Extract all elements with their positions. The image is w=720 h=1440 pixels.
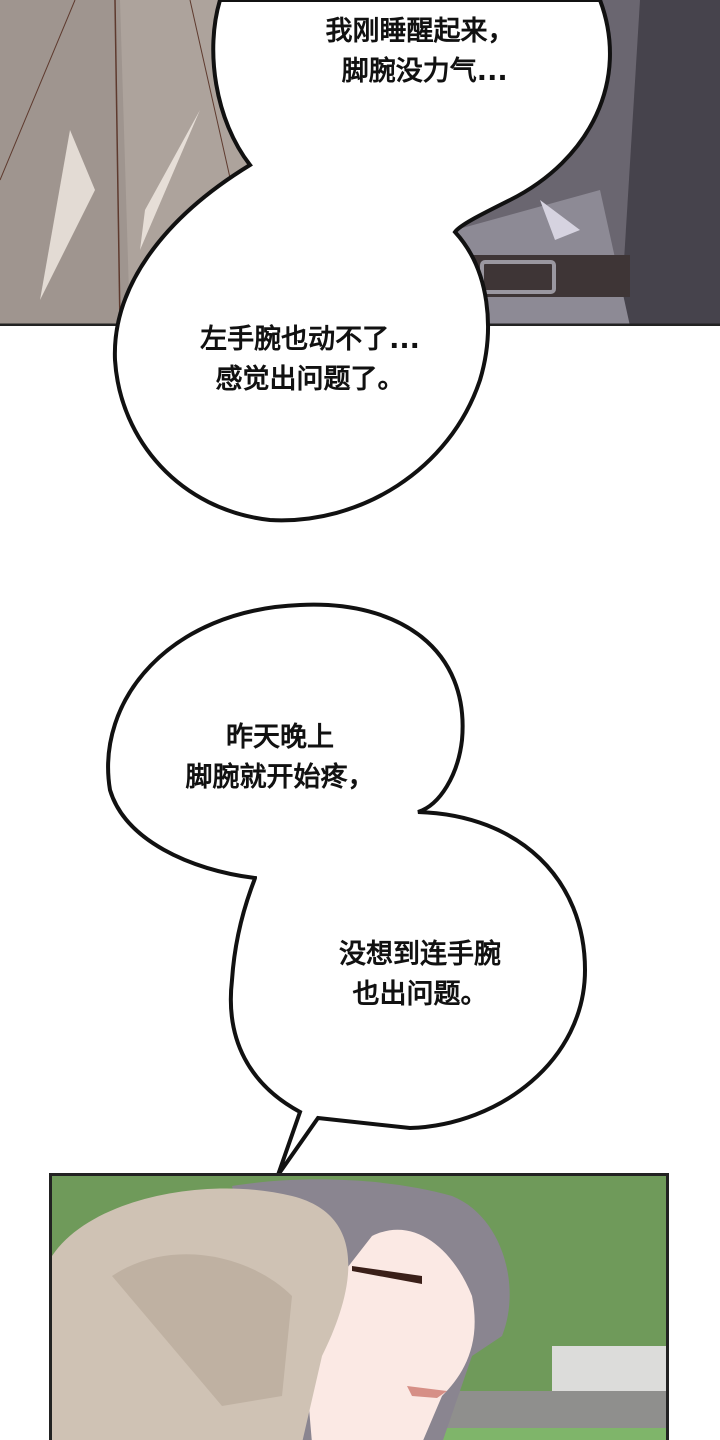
bubble-2-text: 左手腕也动不了... 感觉出问题了。 bbox=[200, 324, 420, 395]
bubble-3-4-shape bbox=[106, 602, 588, 1177]
bubble-1-text: 我刚睡醒起来， 脚腕没力气... bbox=[325, 16, 515, 87]
bottom-panel bbox=[49, 1173, 669, 1440]
bubble-3-text: 昨天晚上 脚腕就开始疼， bbox=[185, 722, 375, 793]
bottom-panel-art bbox=[52, 1176, 666, 1440]
bubble-4-text: 没想到连手腕 也出问题。 bbox=[339, 939, 501, 1010]
